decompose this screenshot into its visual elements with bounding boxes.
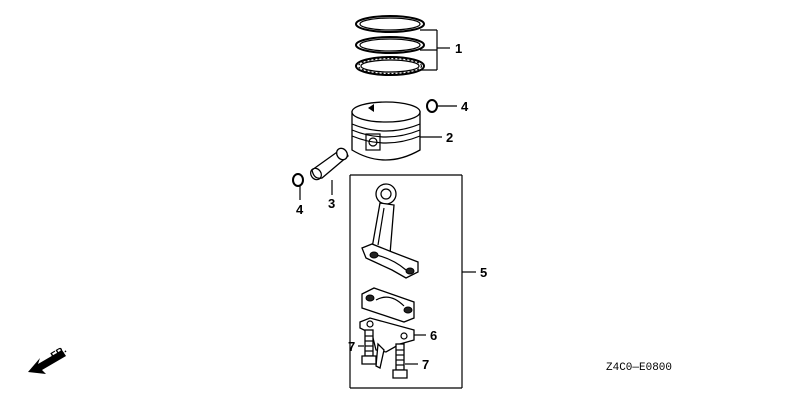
second-ring: [355, 36, 425, 54]
rod-bolt-left: [361, 329, 377, 365]
front-direction-arrow-icon: [28, 350, 66, 374]
top-ring: [355, 15, 425, 33]
oil-ring: [355, 56, 425, 76]
piston: [351, 101, 421, 161]
drawing-code: Z4C0—E0800: [606, 362, 672, 374]
callout-7-left: 7: [348, 339, 355, 354]
rod-cap: [361, 287, 415, 323]
connecting-rod: [361, 183, 419, 279]
pin-clip-right: [426, 99, 438, 113]
rod-bolt-right: [392, 343, 408, 379]
piston-pin: [310, 147, 349, 181]
callout-4-left: 4: [296, 202, 304, 217]
callout-bracket-1: [420, 29, 450, 71]
direction-label: FR.: [49, 344, 69, 362]
callout-3: 3: [328, 196, 335, 211]
callout-6: 6: [430, 328, 437, 343]
connecting-rod-assembly-box: [349, 174, 463, 389]
callout-2: 2: [446, 130, 453, 145]
callout-1: 1: [455, 41, 462, 56]
callout-5: 5: [480, 265, 487, 280]
pin-clip-left: [292, 173, 304, 187]
callout-7-right: 7: [422, 357, 429, 372]
callout-4-right: 4: [461, 99, 469, 114]
piston-rings: [355, 15, 425, 76]
